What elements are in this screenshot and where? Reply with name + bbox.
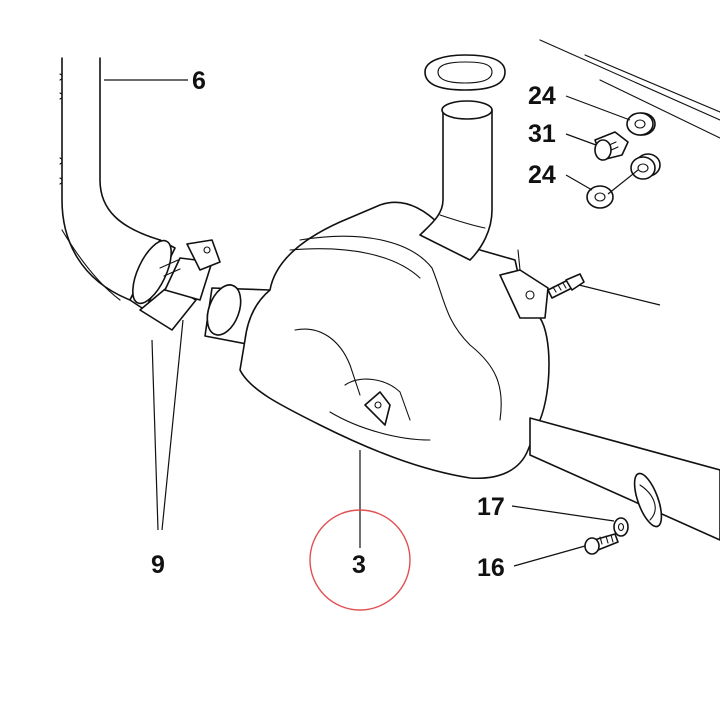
pipe-clamp [139,239,221,331]
washer-24-top [626,112,656,136]
gasket-ring [424,54,506,91]
mounting-bracket [499,249,549,319]
leader-lines [104,79,661,567]
tail-pipe [529,417,720,541]
callout-3: 3 [352,551,366,579]
callout-17: 17 [477,493,505,521]
callout-6: 6 [192,67,206,95]
callout-16: 16 [477,554,505,582]
callout-24-mid: 24 [528,161,556,189]
washer-17 [613,517,629,537]
callout-31: 31 [528,120,556,148]
outlet-pipe [419,100,493,261]
inlet-pipe [61,57,176,311]
washer-24-mid [630,153,661,180]
bolt-31 [594,131,629,161]
screw-16 [584,533,619,555]
callout-24-top: 24 [528,82,556,110]
highlight-circle [309,509,411,611]
frame-lines [539,39,720,139]
washer-24-lower [586,185,614,209]
callout-9: 9 [151,551,165,579]
mounting-bolt [547,273,585,299]
muffler-body [239,201,550,480]
